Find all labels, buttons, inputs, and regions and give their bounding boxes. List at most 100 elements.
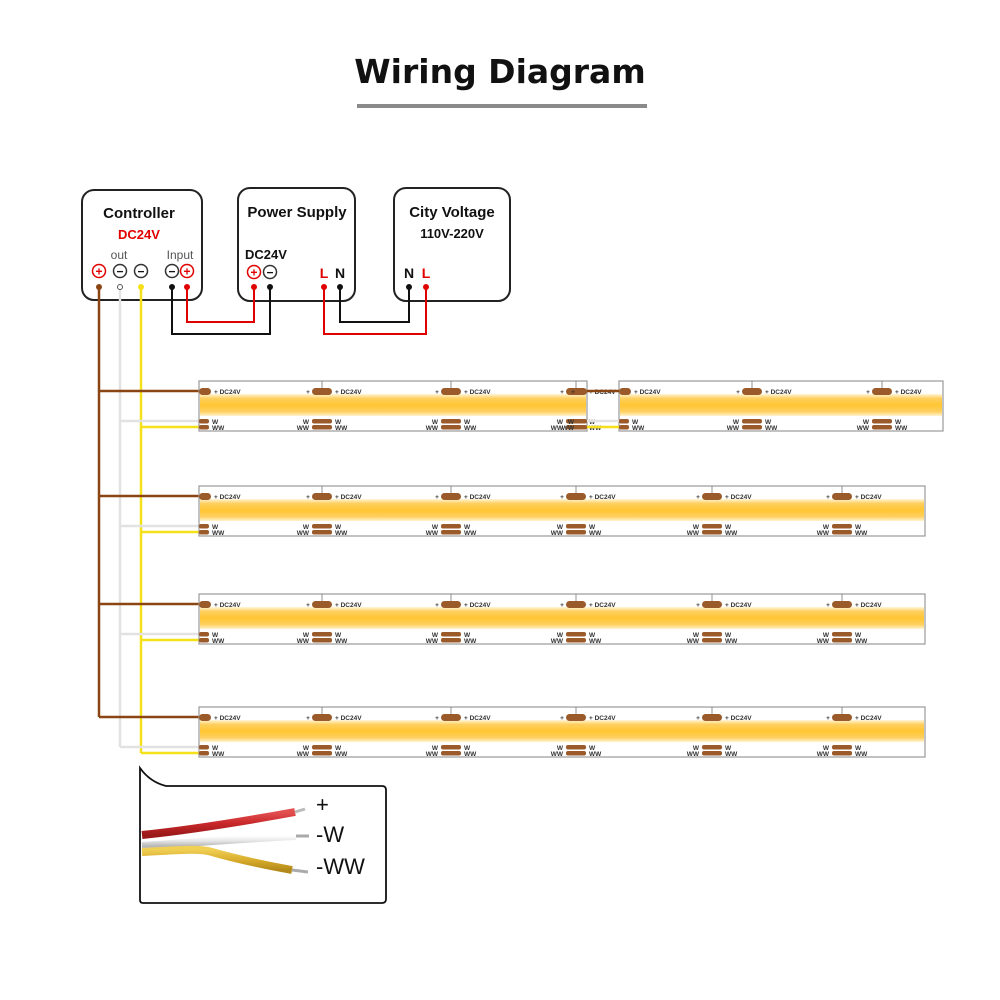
ww-solder-pad [441, 530, 461, 535]
city-voltage-title: City Voltage [409, 204, 495, 221]
solder-pad [566, 714, 586, 721]
city-n-terminal: N [404, 265, 414, 281]
cob-light-band [200, 607, 924, 629]
ww-label: WW [335, 751, 348, 758]
w-solder-pad [832, 632, 852, 637]
red-wire-photo [141, 807, 306, 839]
w-label: W [303, 419, 310, 426]
w-label: W [335, 632, 342, 639]
plus-label: + [696, 602, 700, 609]
w-pad [199, 524, 209, 529]
w-label: W [589, 632, 596, 639]
svg-text:+: + [250, 266, 257, 280]
w-solder-pad [312, 632, 332, 637]
w-label: W [212, 419, 219, 426]
controller-input-plus-terminal: + [179, 263, 195, 279]
dc24v-label: + DC24V [855, 494, 882, 501]
solder-pad [441, 388, 461, 395]
ww-label: WW [589, 638, 602, 645]
plus-label: + [736, 389, 740, 396]
solder-pad [566, 493, 586, 500]
wire-legend-callout: + -W -WW [139, 765, 387, 904]
plus-label: + [696, 715, 700, 722]
ww-label: WW [817, 638, 830, 645]
ww-solder-pad [566, 638, 586, 643]
controller-out-label: out [111, 248, 128, 262]
solder-pad [312, 601, 332, 608]
plus-label: + [560, 715, 564, 722]
ww-label: WW [464, 638, 477, 645]
w-solder-pad [441, 745, 461, 750]
w-label: W [765, 419, 772, 426]
ww-label: WW [632, 425, 645, 432]
controller-box: Controller DC24V out Input + − − − + [81, 189, 203, 301]
w-solder-pad [702, 745, 722, 750]
ww-solder-pad [312, 751, 332, 756]
plus-label: + [560, 494, 564, 501]
ww-label: WW [426, 751, 439, 758]
ww-pad [199, 638, 209, 643]
w-label: W [432, 524, 439, 531]
ww-label: WW [562, 425, 575, 432]
plus-dc24v-label: + DC24V [214, 494, 241, 501]
ww-pad [199, 530, 209, 535]
controller-input-label: Input [167, 248, 194, 262]
ww-solder-pad [702, 638, 722, 643]
dc24v-label: + DC24V [464, 494, 491, 501]
psu-n-terminal: N [335, 265, 345, 281]
w-label: W [823, 524, 830, 531]
w-label: W [335, 745, 342, 752]
dc24v-label: + DC24V [725, 715, 752, 722]
plus-label: + [306, 715, 310, 722]
ww-solder-pad [832, 530, 852, 535]
w-label: W [855, 745, 862, 752]
w-label: W [557, 419, 564, 426]
w-label: W [895, 419, 902, 426]
solder-pad [441, 714, 461, 721]
ww-solder-pad [566, 530, 586, 535]
ww-label: WW [426, 638, 439, 645]
cob-light-band [200, 720, 924, 742]
output-bus-wires [96, 284, 200, 755]
w-label: W [557, 745, 564, 752]
svg-text:−: − [116, 265, 123, 279]
title-underline [357, 104, 647, 108]
solder-pad [872, 388, 892, 395]
solder-pad [312, 388, 332, 395]
w-solder-pad [566, 745, 586, 750]
plus-pad [619, 388, 631, 395]
ww-solder-pad [441, 425, 461, 430]
plus-label: + [435, 389, 439, 396]
ww-solder-pad [441, 638, 461, 643]
ww-label: WW [551, 425, 564, 432]
plus-label: + [826, 494, 830, 501]
ww-pad [199, 751, 209, 756]
w-label: W [303, 745, 310, 752]
plus-pad [199, 714, 211, 721]
dc24v-label: + DC24V [855, 602, 882, 609]
plus-dc24v-label: + DC24V [634, 389, 661, 396]
ac-n-wire [339, 287, 410, 323]
w-label: W [725, 524, 732, 531]
plus-out-dot [96, 284, 102, 290]
ww-label: WW [589, 751, 602, 758]
w-label: W [335, 419, 342, 426]
plus-label: + [571, 389, 575, 396]
end-ww-pad [577, 425, 587, 430]
yellow-wire-photo [141, 845, 309, 874]
dc24v-label: + DC24V [589, 494, 616, 501]
plus-pad [199, 493, 211, 500]
ww-solder-pad [832, 638, 852, 643]
dc24v-label: + DC24V [589, 602, 616, 609]
dc24v-label: + DC24V [725, 602, 752, 609]
